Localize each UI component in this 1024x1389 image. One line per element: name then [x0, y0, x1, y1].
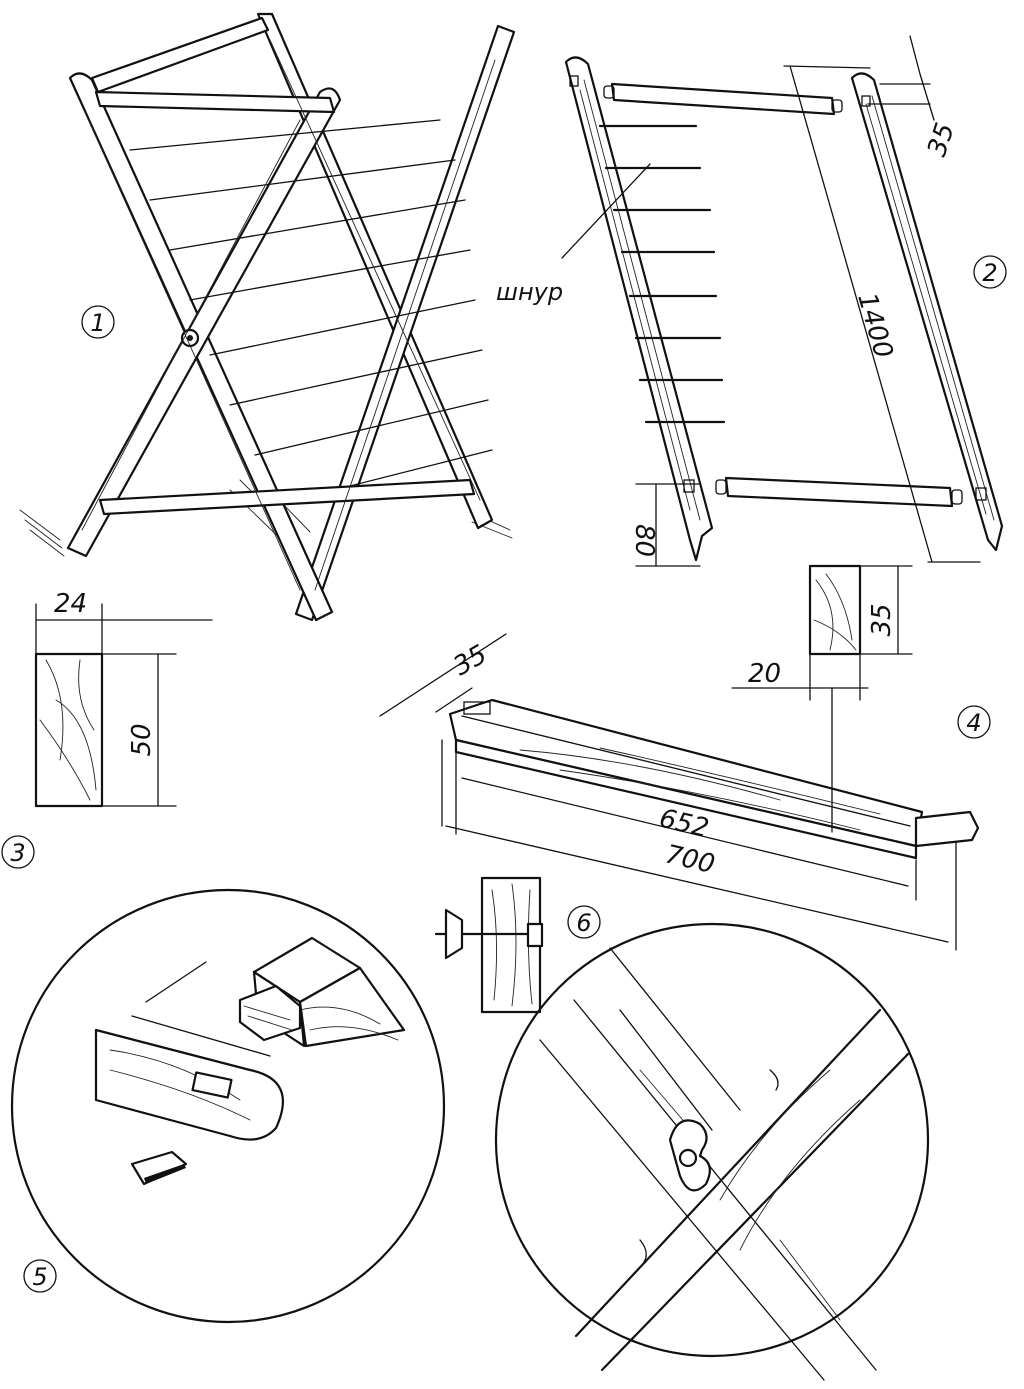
dim-fig2-80: 80 [629, 524, 659, 557]
svg-text:6: 6 [576, 909, 591, 937]
svg-text:1: 1 [90, 309, 105, 337]
callout-fig3: 3 [1, 835, 35, 869]
dim-fig2-35: 35 [922, 119, 961, 160]
svg-text:4: 4 [966, 709, 981, 737]
figure-5-tenon-joint-detail: 5 [10, 888, 446, 1324]
callout-fig6: 6 [567, 905, 601, 939]
svg-text:3: 3 [10, 839, 25, 867]
figure-4-rung: 35 20 35 652 700 4 [379, 564, 991, 951]
dim-fig2-1400: 1400 [851, 290, 898, 362]
callout-fig4: 4 [957, 705, 991, 739]
callout-fig5: 5 [23, 1259, 57, 1293]
svg-text:2: 2 [982, 259, 997, 287]
callout-fig2: 2 [973, 255, 1007, 289]
figure-2-frame-parts: шнур 35 1400 80 2 [496, 35, 1007, 567]
callout-fig1: 1 [81, 305, 115, 339]
dim-fig4-20: 20 [748, 659, 781, 689]
dim-fig3-24: 24 [54, 589, 87, 619]
label-cord: шнур [496, 278, 563, 306]
dim-fig3-50: 50 [127, 723, 157, 756]
figure-1-assembled-rack: 1 [19, 12, 516, 622]
figure-3-stile-section: 24 50 3 [1, 589, 213, 869]
figure-6-pivot-bolt-detail: 6 [434, 876, 930, 1381]
dim-fig4-35-section: 35 [867, 603, 897, 636]
dim-fig4-35-tenon: 35 [449, 640, 493, 683]
svg-text:5: 5 [32, 1263, 47, 1291]
dim-fig4-700: 700 [662, 840, 717, 880]
